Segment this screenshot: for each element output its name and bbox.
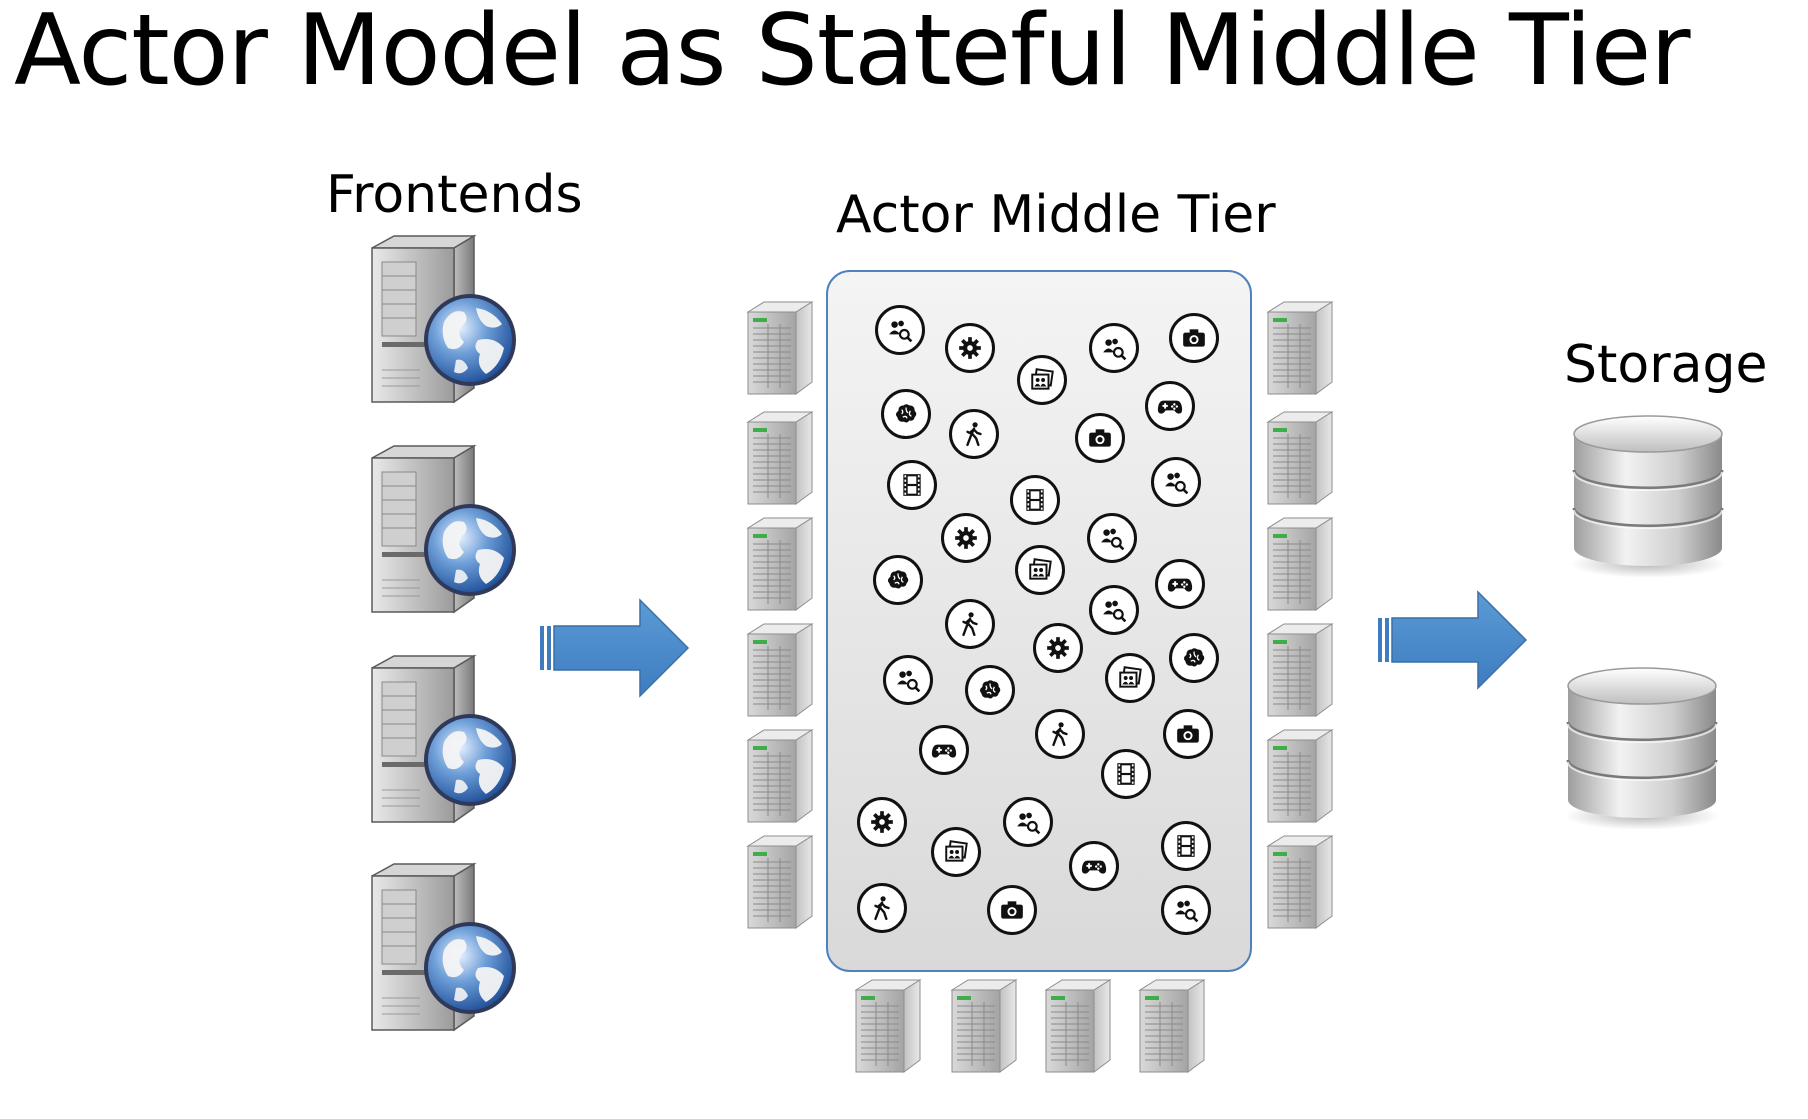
database-icon: [1568, 410, 1728, 580]
camera-actor-icon: [1163, 709, 1213, 759]
silo-server-icon: [744, 516, 816, 612]
game-controller-actor-icon: [919, 725, 969, 775]
arrow-right-icon: [1378, 590, 1528, 690]
people-search-actor-icon: [1089, 585, 1139, 635]
database-icon: [1562, 662, 1722, 832]
camera-actor-icon: [1169, 313, 1219, 363]
camera-actor-icon: [987, 885, 1037, 935]
silo-server-icon: [744, 300, 816, 396]
silo-server-icon: [948, 978, 1020, 1074]
walking-person-actor-icon: [945, 599, 995, 649]
photos-actor-icon: [1105, 653, 1155, 703]
silo-server-icon: [744, 834, 816, 930]
game-controller-actor-icon: [1069, 841, 1119, 891]
film-actor-icon: [1010, 475, 1060, 525]
film-actor-icon: [887, 460, 937, 510]
silo-server-icon: [1264, 300, 1336, 396]
gear-actor-icon: [1033, 623, 1083, 673]
game-controller-actor-icon: [1145, 381, 1195, 431]
silo-server-icon: [744, 728, 816, 824]
people-search-actor-icon: [1161, 885, 1211, 935]
walking-person-actor-icon: [857, 883, 907, 933]
silo-server-icon: [852, 978, 924, 1074]
people-search-actor-icon: [1003, 797, 1053, 847]
brain-actor-icon: [965, 665, 1015, 715]
arrow-right-icon: [540, 598, 690, 698]
silo-server-icon: [1136, 978, 1208, 1074]
silo-server-icon: [1264, 410, 1336, 506]
photos-actor-icon: [1015, 545, 1065, 595]
photos-actor-icon: [931, 827, 981, 877]
frontends-label: Frontends: [326, 165, 583, 225]
game-controller-actor-icon: [1155, 559, 1205, 609]
people-search-actor-icon: [1087, 513, 1137, 563]
walking-person-actor-icon: [1035, 709, 1085, 759]
silo-server-icon: [1264, 516, 1336, 612]
gear-actor-icon: [945, 323, 995, 373]
frontend-server-icon: [360, 440, 520, 620]
frontend-server-icon: [360, 230, 520, 410]
storage-label: Storage: [1564, 335, 1768, 395]
people-search-actor-icon: [1089, 323, 1139, 373]
brain-actor-icon: [873, 555, 923, 605]
gear-actor-icon: [857, 797, 907, 847]
photos-actor-icon: [1017, 355, 1067, 405]
frontend-server-icon: [360, 650, 520, 830]
slide-title: Actor Model as Stateful Middle Tier: [14, 0, 1691, 108]
brain-actor-icon: [1169, 633, 1219, 683]
silo-server-icon: [744, 410, 816, 506]
film-actor-icon: [1101, 749, 1151, 799]
actor-middle-tier-label: Actor Middle Tier: [836, 185, 1276, 245]
silo-server-icon: [1264, 622, 1336, 718]
film-actor-icon: [1161, 821, 1211, 871]
people-search-actor-icon: [883, 655, 933, 705]
silo-server-icon: [744, 622, 816, 718]
silo-server-icon: [1264, 834, 1336, 930]
brain-actor-icon: [881, 389, 931, 439]
people-search-actor-icon: [1151, 457, 1201, 507]
camera-actor-icon: [1075, 413, 1125, 463]
silo-server-icon: [1264, 728, 1336, 824]
silo-server-icon: [1042, 978, 1114, 1074]
walking-person-actor-icon: [949, 409, 999, 459]
frontend-server-icon: [360, 858, 520, 1038]
gear-actor-icon: [941, 513, 991, 563]
people-search-actor-icon: [875, 305, 925, 355]
